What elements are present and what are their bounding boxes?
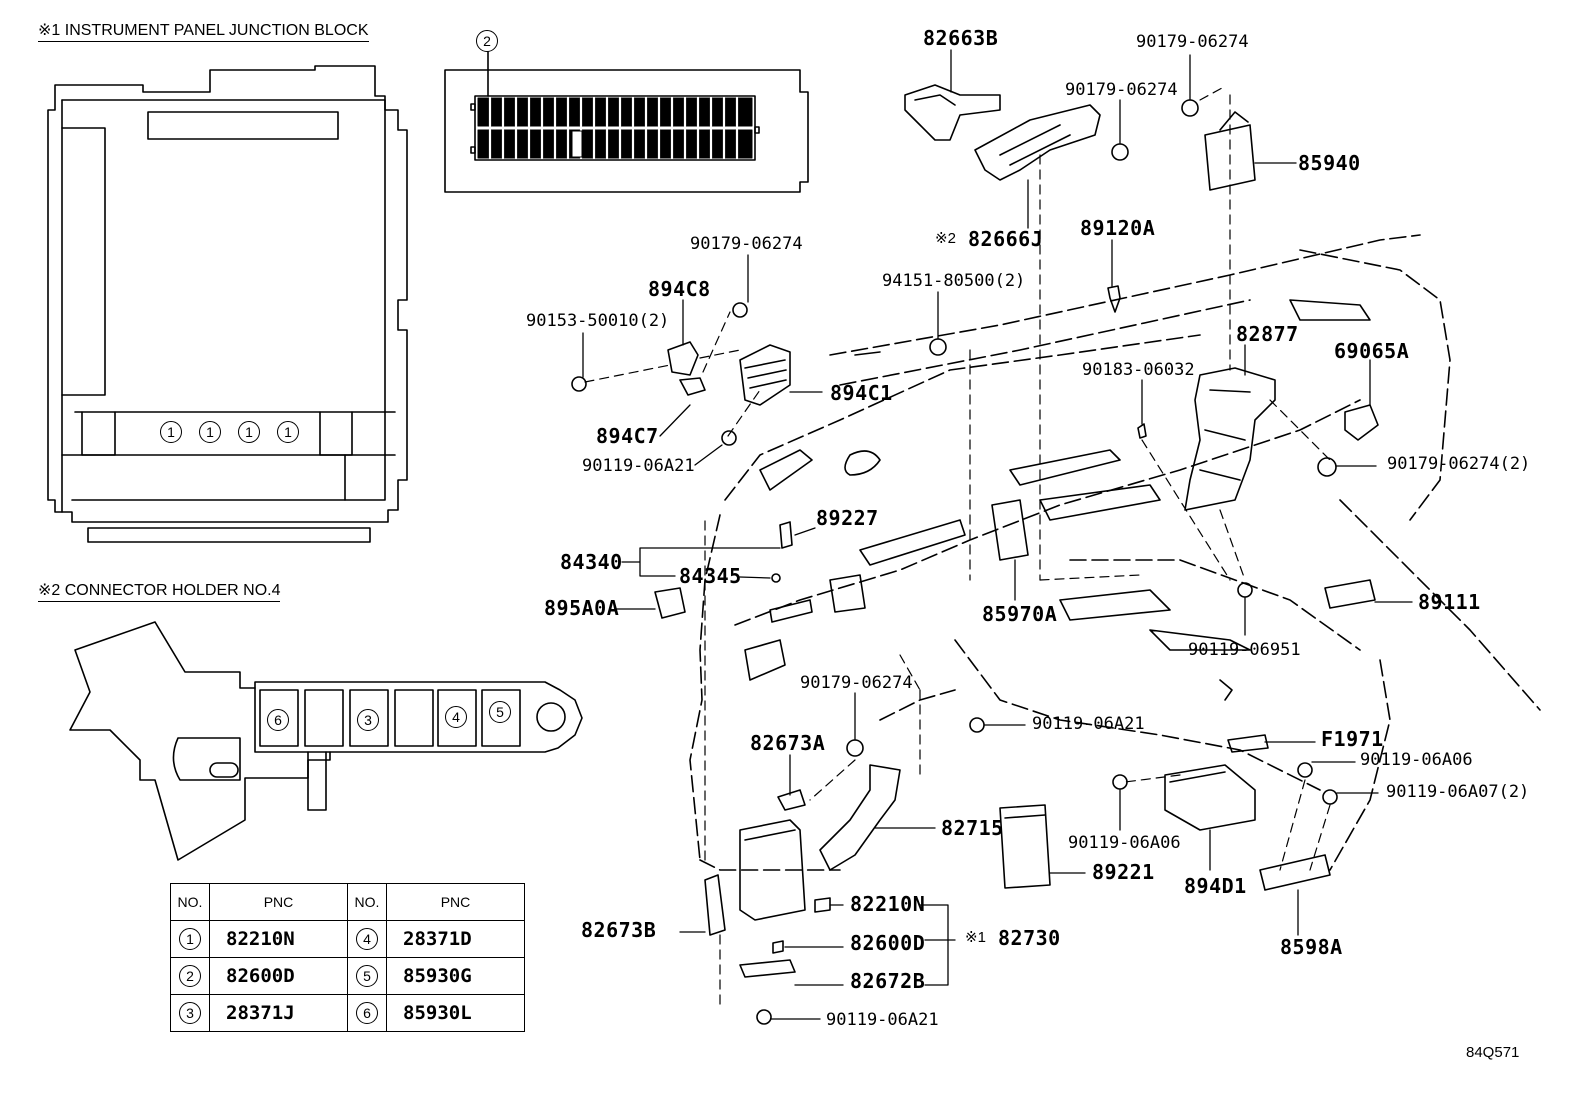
callout-82210n: 82210N (850, 892, 926, 916)
callout-89221: 89221 (1092, 860, 1155, 884)
pnc-value: 82600D (209, 957, 348, 995)
dashboard-details (744, 299, 1371, 701)
connector-holder-drawing (69, 621, 583, 861)
pnc-no: 4 (356, 928, 378, 950)
connector-holder-title: ※2 CONNECTOR HOLDER NO.4 (38, 580, 281, 602)
callout-85940: 85940 (1298, 151, 1361, 175)
callout-8598a: 8598A (1280, 935, 1343, 959)
callout-94151-80500: 94151-80500(2) (882, 271, 1026, 291)
callout-90119-06a21: 90119-06A21 (1032, 714, 1145, 734)
callout-90119-06a06: 90119-06A06 (1068, 833, 1181, 853)
table-row: 1 82210N 4 28371D (170, 920, 525, 958)
pnc-header-pnc: PNC (386, 883, 525, 921)
callout-90179-06274: 90179-06274 (1065, 80, 1178, 100)
junction-block-marker: 1 (160, 421, 182, 443)
callout-82715: 82715 (941, 816, 1004, 840)
pnc-no: 6 (356, 1002, 378, 1024)
callout-894d1: 894D1 (1184, 874, 1247, 898)
callout-84345: 84345 (679, 564, 742, 588)
callout-894c8: 894C8 (648, 277, 711, 301)
pnc-value: 28371J (209, 994, 348, 1032)
table-row: 3 28371J 6 85930L (170, 994, 525, 1032)
connector-holder-marker: 6 (267, 709, 289, 731)
table-row: 2 82600D 5 85930G (170, 957, 525, 995)
pnc-table: NO. PNC NO. PNC 1 82210N 4 28371D 2 8260… (170, 883, 525, 1032)
callout-84340: 84340 (560, 550, 623, 574)
assembly-lines (584, 87, 1331, 1011)
callout-82730-mark: ※1 (965, 929, 986, 946)
callout-82666j: 82666J (968, 227, 1044, 251)
callout-90119-06a21: 90119-06A21 (826, 1010, 939, 1030)
illustration-code: 84Q571 (1466, 1044, 1520, 1061)
callout-90179-06274: 90179-06274 (800, 673, 913, 693)
callout-82672b: 82672B (850, 969, 926, 993)
callout-82730: 82730 (998, 926, 1061, 950)
callout-82600d: 82600D (850, 931, 926, 955)
pnc-header-no: NO. (170, 883, 210, 921)
callout-90119-06a21: 90119-06A21 (582, 456, 695, 476)
connector-holder-marker: 3 (357, 709, 379, 731)
pnc-value: 28371D (386, 920, 525, 958)
pnc-no: 2 (179, 965, 201, 987)
dashboard-outline (689, 234, 1541, 871)
junction-block-title: ※1 INSTRUMENT PANEL JUNCTION BLOCK (38, 20, 369, 42)
pnc-value: 82210N (209, 920, 348, 958)
fuse-block-marker: 2 (476, 30, 498, 52)
callout-89111: 89111 (1418, 590, 1481, 614)
junction-block-drawing (47, 65, 408, 543)
callout-90153-50010: 90153-50010(2) (526, 311, 670, 331)
callout-82673a: 82673A (750, 731, 826, 755)
component-shapes (571, 84, 1379, 1025)
junction-block-marker: 1 (238, 421, 260, 443)
pnc-header-pnc: PNC (209, 883, 348, 921)
pnc-no: 3 (179, 1002, 201, 1024)
pnc-value: 85930G (386, 957, 525, 995)
callout-90119-06a06: 90119-06A06 (1360, 750, 1473, 770)
callout-85970a: 85970A (982, 602, 1058, 626)
pnc-header-no: NO. (347, 883, 387, 921)
callout-82666j-mark: ※2 (935, 230, 956, 247)
leader-lines (582, 49, 1413, 1020)
fuse-block-drawing (444, 51, 809, 193)
callout-90183-06032: 90183-06032 (1082, 360, 1195, 380)
connector-holder-marker: 5 (489, 701, 511, 723)
callout-90179-06274: 90179-06274 (690, 234, 803, 254)
callout-90119-06951: 90119-06951 (1188, 640, 1301, 660)
callout-82663b: 82663B (923, 26, 999, 50)
connector-holder-marker: 4 (445, 706, 467, 728)
pnc-value: 85930L (386, 994, 525, 1032)
pnc-table-header: NO. PNC NO. PNC (170, 883, 525, 921)
callout-90179-06274: 90179-06274 (1136, 32, 1249, 52)
callout-89227: 89227 (816, 506, 879, 530)
junction-block-marker: 1 (199, 421, 221, 443)
callout-90119-06a07-2: 90119-06A07(2) (1386, 782, 1530, 802)
callout-89120a: 89120A (1080, 216, 1156, 240)
callout-82877: 82877 (1236, 322, 1299, 346)
callout-82673b: 82673B (581, 918, 657, 942)
callout-894c1: 894C1 (830, 381, 893, 405)
callout-69065a: 69065A (1334, 339, 1410, 363)
callout-f1971: F1971 (1321, 727, 1384, 751)
junction-block-marker: 1 (277, 421, 299, 443)
pnc-no: 1 (179, 928, 201, 950)
callout-894c7: 894C7 (596, 424, 659, 448)
callout-90179-06274-2: 90179-06274(2) (1387, 454, 1531, 474)
callout-895a0a: 895A0A (544, 596, 620, 620)
pnc-no: 5 (356, 965, 378, 987)
